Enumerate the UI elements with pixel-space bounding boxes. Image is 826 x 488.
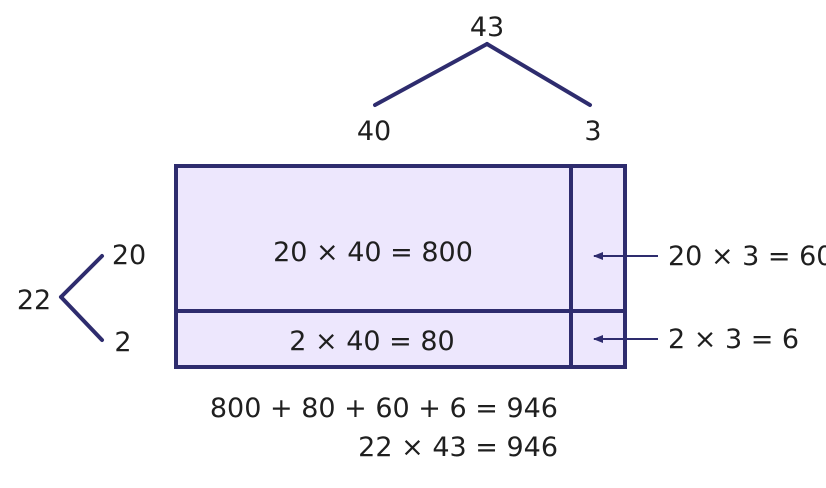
callout-top-right-text: 20 × 3 = 60 [668,241,826,272]
top-right-branch [485,42,592,107]
sum-line-2: 22 × 43 = 946 [358,432,558,463]
side-bottom-label: 2 [114,327,131,358]
side-top-label: 20 [112,240,146,271]
cell-top-left-text: 20 × 40 = 800 [273,237,473,268]
callout-bottom-right-text: 2 × 3 = 6 [668,324,799,355]
area-rectangle [174,164,627,369]
side-top-branch [59,254,104,299]
top-right-label: 3 [584,116,601,147]
top-split-branches [373,42,592,107]
side-bottom-branch [59,295,104,342]
side-split-branches [59,254,104,342]
cell-bottom-left-text: 2 × 40 = 80 [289,326,454,357]
sum-line-1: 800 + 80 + 60 + 6 = 946 [210,393,558,424]
side-total-label: 22 [17,285,51,316]
top-left-label: 40 [357,116,391,147]
top-left-branch [373,42,489,107]
top-total-label: 43 [470,12,504,43]
